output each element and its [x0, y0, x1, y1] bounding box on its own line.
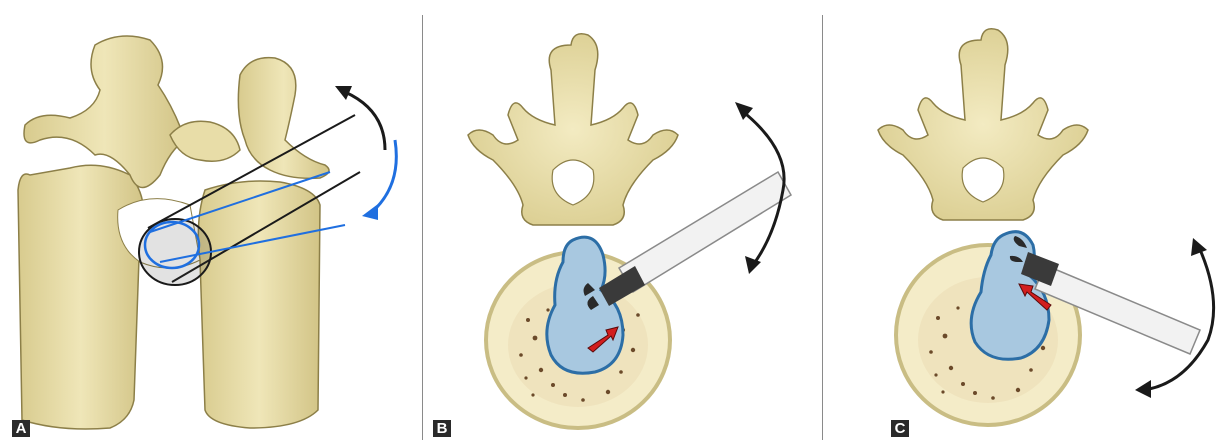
panel-label-a: A: [12, 420, 30, 437]
right-posterior-elements: [238, 58, 329, 179]
panel-a-illustration: [0, 0, 420, 440]
facet-joint: [170, 121, 240, 161]
rotation-arrow-icon: [345, 92, 385, 150]
panel-b: B: [423, 0, 821, 440]
left-vertebral-body: [18, 165, 143, 429]
cannula-tip-black: [139, 219, 211, 285]
panel-label-b: B: [433, 420, 451, 437]
panel-c-illustration: [823, 0, 1220, 440]
left-posterior-elements: [24, 36, 185, 188]
panel-b-illustration: [423, 0, 821, 440]
rotation-arrow-icon: [372, 140, 396, 212]
panel-a: A: [0, 0, 420, 440]
rotation-arrow-icon: [362, 204, 378, 220]
panel-c: C: [823, 0, 1220, 440]
right-vertebral-body: [198, 181, 320, 428]
rotation-arrow-icon: [1191, 238, 1207, 256]
endoscope-sheath: [619, 172, 791, 292]
panel-label-c: C: [891, 420, 909, 437]
rotation-arrow-icon: [1135, 380, 1151, 398]
